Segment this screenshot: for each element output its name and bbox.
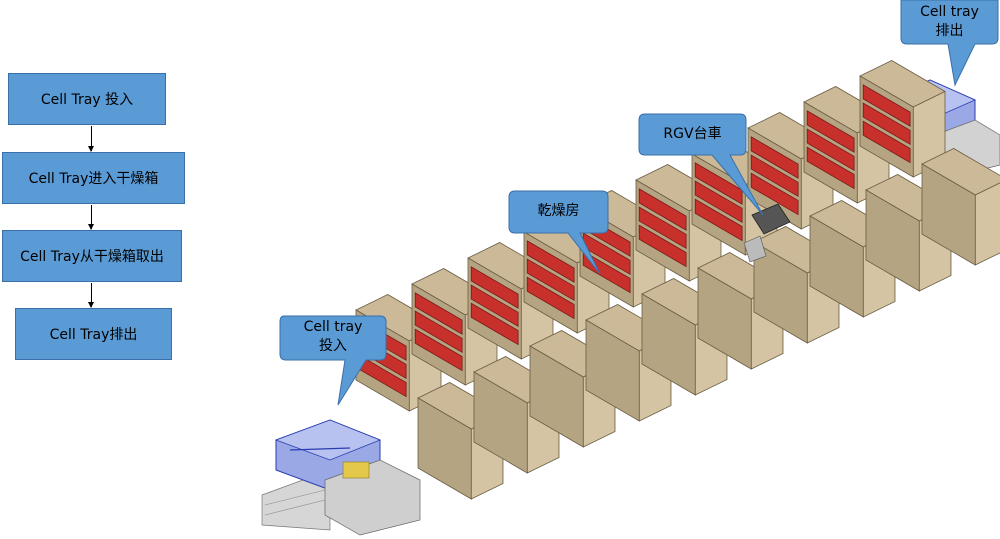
back-oven-3-door-3 (470, 266, 519, 309)
back-oven-7-door-3 (694, 162, 743, 205)
callout-rgv-text: RGV台車 (663, 126, 722, 142)
back-oven-9-door-1 (806, 146, 855, 190)
back-oven-3-door-1 (470, 302, 519, 346)
flow-step-enter-oven: Cell Tray进入干燥箱 (2, 152, 185, 204)
back-oven-4-door-1 (526, 276, 575, 320)
flow-step-input-label: Cell Tray 投入 (40, 92, 134, 108)
callout-input-text: Cell tray 投入 (282, 318, 384, 356)
back-oven-9-door-2 (806, 128, 855, 172)
callout-input-line1: Cell tray (303, 319, 363, 335)
flow-arrow-2 (88, 205, 94, 230)
flow-step-input: Cell Tray 投入 (8, 73, 166, 125)
back-oven-4-door-3 (526, 240, 575, 283)
back-oven-7-door-2 (694, 180, 743, 224)
back-oven-7-door-1 (694, 198, 743, 242)
back-oven-4-door-2 (526, 258, 575, 302)
back-oven-6-door-3 (638, 188, 687, 231)
callout-rgv (638, 113, 764, 216)
front-oven-10-front (974, 182, 1000, 266)
flow-step-output-label: Cell Tray排出 (49, 327, 138, 343)
back-oven-8-door-2 (750, 154, 799, 198)
back-oven-2-door-3 (414, 292, 463, 335)
callout-dryroom (508, 190, 609, 275)
flow-step-output: Cell Tray排出 (15, 308, 172, 360)
callout-output-text: Cell tray 排出 (901, 3, 998, 41)
back-oven-10-door-2 (862, 102, 911, 146)
callout-dryroom-text: 乾燥房 (537, 203, 580, 219)
input-station (261, 419, 421, 536)
back-oven-10-door-3 (862, 84, 911, 127)
flow-arrow-3 (88, 283, 94, 308)
back-oven-10-door-1 (862, 120, 911, 164)
back-oven-8-door-3 (750, 136, 799, 179)
back-oven-5-door-1 (582, 250, 631, 294)
dryer-ovens (355, 60, 1000, 500)
callout-input (279, 315, 387, 406)
back-oven-8-door-1 (750, 172, 799, 216)
callout-output (900, 0, 999, 87)
callout-output-line2: 排出 (935, 23, 964, 39)
back-oven-6-door-2 (638, 206, 687, 250)
flow-step-exit-oven: Cell Tray从干燥箱取出 (2, 230, 182, 282)
back-oven-3-door-2 (470, 284, 519, 328)
callout-input-line2: 投入 (319, 338, 347, 354)
flow-arrow-1 (88, 126, 94, 152)
back-oven-2-door-2 (414, 310, 463, 354)
callout-output-line1: Cell tray (920, 4, 979, 20)
flow-step-enter-oven-label: Cell Tray进入干燥箱 (28, 171, 159, 187)
back-oven-2-door-1 (414, 328, 463, 372)
back-oven-9-door-3 (806, 110, 855, 153)
flow-step-exit-oven-label: Cell Tray从干燥箱取出 (20, 249, 164, 265)
back-oven-6-door-1 (638, 224, 687, 268)
